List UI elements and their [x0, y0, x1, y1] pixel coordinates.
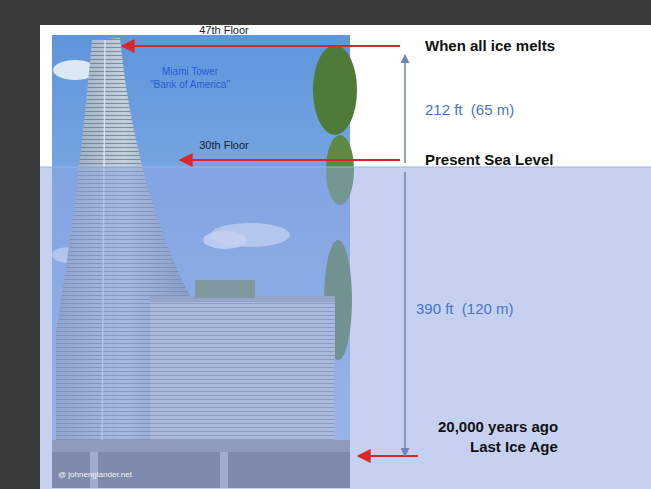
level-note: 20,000 years ago	[438, 418, 558, 435]
floor-label: 30th Floor	[199, 139, 249, 152]
level-note: When all ice melts	[425, 37, 555, 54]
floor-label: 47th Floor	[199, 24, 249, 37]
dimension: 212 ft (65 m)	[425, 101, 514, 118]
watermark: @ johnenglander.net	[58, 470, 132, 479]
level-note: Last Ice Age	[470, 438, 558, 455]
building-name: Miami Tower	[162, 66, 218, 78]
dimension: 390 ft (120 m)	[416, 300, 514, 317]
building-name: "Bank of America"	[150, 79, 230, 91]
level-note: Present Sea Level	[425, 151, 553, 168]
